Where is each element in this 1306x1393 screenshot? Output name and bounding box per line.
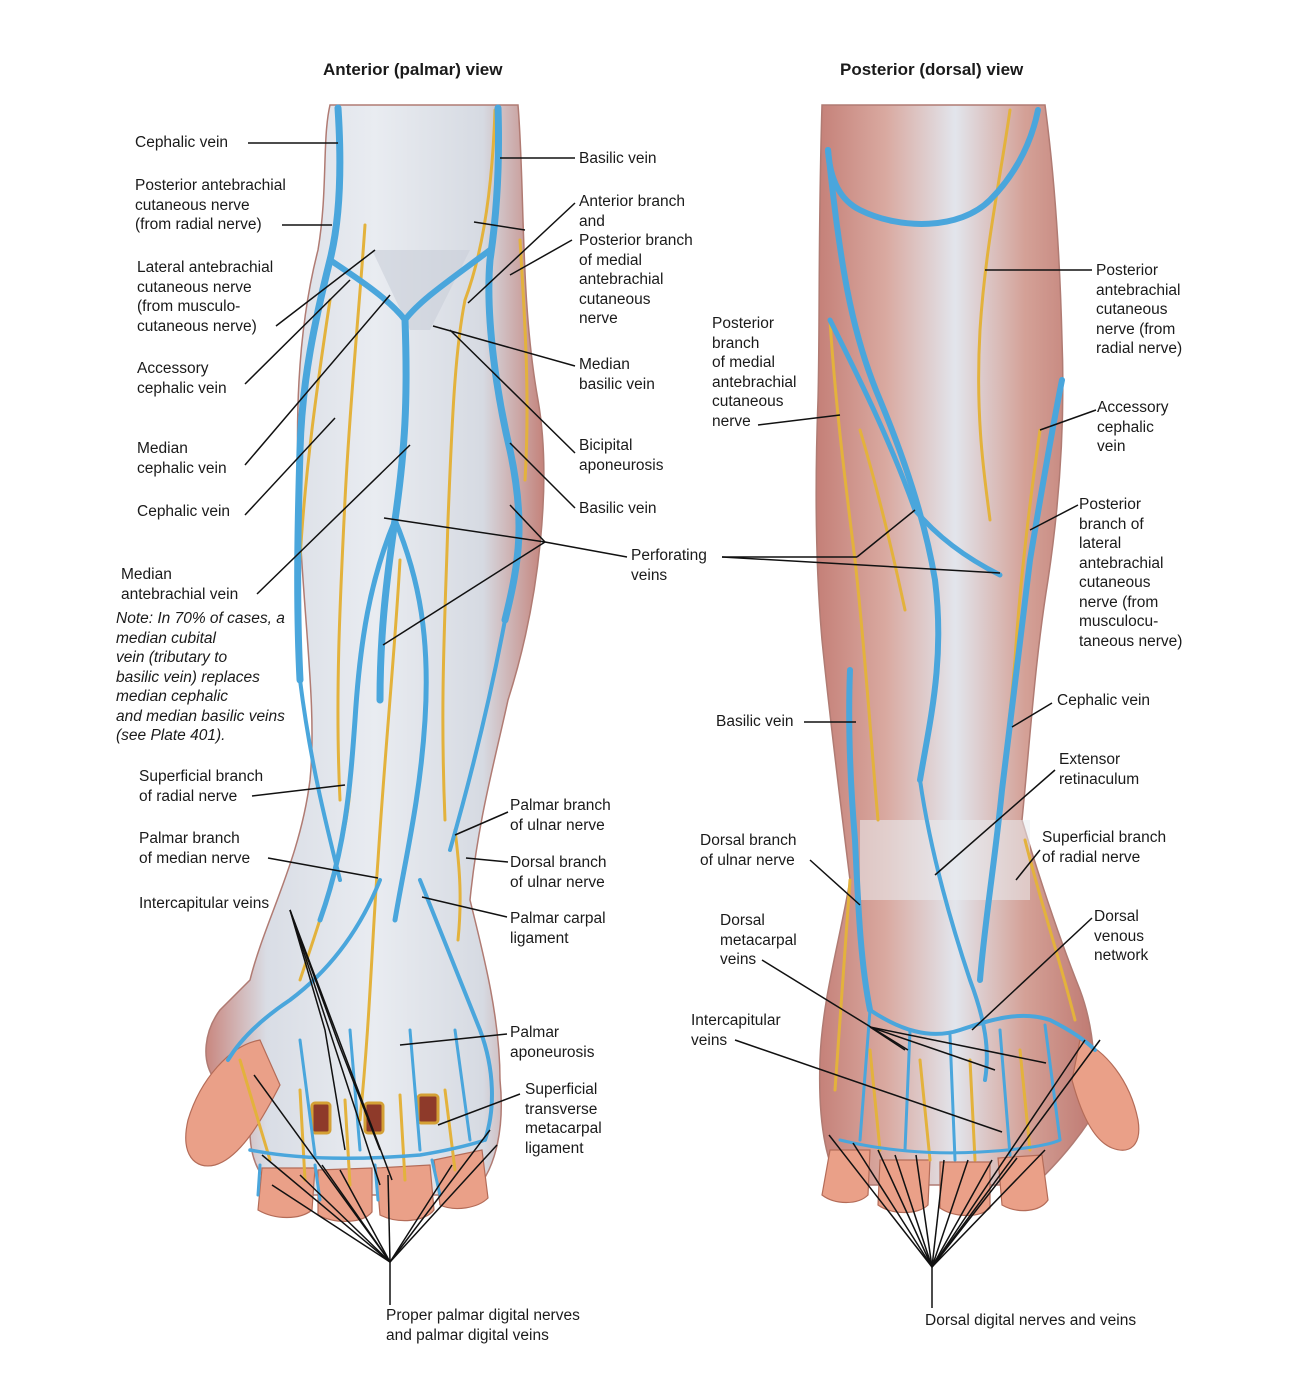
label-dorsal-digital-nerves-veins: Dorsal digital nerves and veins [925, 1312, 1137, 1329]
posterior-thumb [1071, 1039, 1140, 1151]
label-posterior-antebrachial-nerve: Posterior antebrachial cutaneous nerve (… [135, 177, 286, 233]
label-cephalic-vein-post: Cephalic vein [1057, 692, 1151, 709]
extensor-retinaculum-band [860, 820, 1030, 900]
anterior-finger-stubs [257, 1149, 489, 1222]
label-palmar-aponeurosis: Palmar aponeurosis [510, 1024, 595, 1061]
label-extensor-retinaculum: Extensor retinaculum [1059, 751, 1140, 788]
label-dorsal-metacarpal-veins: Dorsal metacarpal veins [720, 912, 797, 968]
label-posterior-antebrachial-nerve-post: Posterior antebrachial cutaneous nerve (… [1096, 262, 1183, 357]
bicipital-aponeurosis-shape [372, 250, 470, 330]
label-basilic-vein-top: Basilic vein [579, 150, 657, 167]
label-median-antebrachial-vein: Median antebrachial vein [121, 566, 239, 603]
anterior-thumb [185, 1039, 281, 1167]
posterior-view-title: Posterior (dorsal) view [840, 60, 1024, 79]
label-posterior-branch-lateral-nerve: Posterior branch of lateral antebrachial… [1079, 496, 1183, 650]
leader-lines [244, 142, 1101, 1308]
label-bicipital-aponeurosis: Bicipital aponeurosis [579, 437, 664, 474]
posterior-arm [815, 104, 1140, 1217]
label-posterior-branch-medial-nerve: Posterior branch of medial antebrachial … [712, 315, 797, 430]
label-basilic-vein-post: Basilic vein [716, 713, 794, 730]
label-accessory-cephalic-vein: Accessory cephalic vein [137, 360, 227, 397]
label-intercapitular-veins-ant: Intercapitular veins [139, 895, 270, 912]
label-dorsal-branch-ulnar-nerve-ant: Dorsal branch of ulnar nerve [510, 854, 607, 891]
label-lateral-antebrachial-nerve: Lateral antebrachial cutaneous nerve (fr… [137, 259, 274, 335]
label-median-basilic-vein: Median basilic vein [579, 356, 655, 393]
label-superficial-transverse-metacarpal-ligament: Superficial transverse metacarpal ligame… [525, 1081, 602, 1157]
label-superficial-branch-radial-nerve-ant: Superficial branch of radial nerve [139, 768, 264, 805]
label-proper-palmar-digital: Proper palmar digital nerves and palmar … [386, 1307, 580, 1344]
label-cephalic-vein-top: Cephalic vein [135, 134, 229, 151]
label-cephalic-vein-mid: Cephalic vein [137, 503, 231, 520]
label-dorsal-branch-ulnar-nerve-post: Dorsal branch of ulnar nerve [700, 832, 797, 869]
label-palmar-carpal-ligament: Palmar carpal ligament [510, 910, 606, 947]
label-palmar-branch-ulnar-nerve: Palmar branch of ulnar nerve [510, 797, 611, 834]
label-anterior-posterior-branch-medial-nerve: Anterior branch and Posterior branch of … [579, 193, 693, 327]
anterior-view-title: Anterior (palmar) view [323, 60, 503, 79]
anterior-arm [185, 104, 545, 1222]
label-median-cephalic-vein: Median cephalic vein [137, 440, 227, 477]
label-palmar-branch-median-nerve: Palmar branch of median nerve [139, 830, 251, 867]
posterior-veins [825, 107, 1097, 1162]
label-dorsal-venous-network: Dorsal venous network [1094, 908, 1149, 964]
label-perforating-veins: Perforating veins [631, 547, 707, 584]
posterior-forearm-silhouette [815, 104, 1096, 1186]
label-basilic-vein-mid: Basilic vein [579, 500, 657, 517]
note-median-cubital-vein: Note: In 70% of cases, a median cubital … [116, 610, 285, 744]
label-accessory-cephalic-vein-post: Accessory cephalic vein [1097, 399, 1169, 455]
anterior-nerves [238, 108, 529, 1187]
label-intercapitular-veins-post: Intercapitular veins [691, 1012, 781, 1049]
label-superficial-branch-radial-nerve-post: Superficial branch of radial nerve [1042, 829, 1167, 866]
